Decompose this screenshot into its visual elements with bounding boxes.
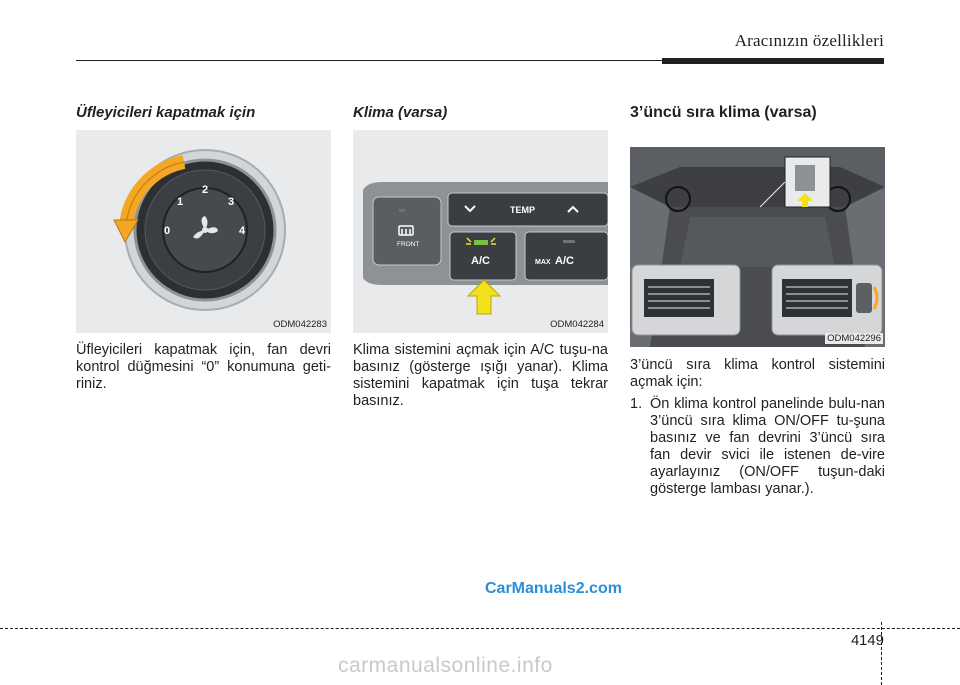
body-text: Klima sistemini açmak için A/C tuşu-na b… bbox=[353, 342, 608, 409]
image-code: ODM042283 bbox=[271, 319, 329, 330]
ac-label: A/C bbox=[471, 255, 490, 267]
chapter-number: 4 bbox=[851, 632, 860, 649]
dial-label-0: 0 bbox=[164, 225, 170, 237]
defrost-icon bbox=[398, 225, 414, 236]
indicator-light bbox=[399, 209, 405, 212]
page-number: 149 bbox=[858, 632, 884, 649]
fan-dial-illustration: 0 1 2 3 4 ODM042283 bbox=[76, 130, 331, 333]
front-label: FRONT bbox=[397, 241, 419, 248]
ac-indicator-light bbox=[466, 237, 496, 245]
step-list: 1. Ön klima kontrol panelinde bulu-nan 3… bbox=[630, 396, 885, 498]
chevron-up-icon bbox=[567, 205, 579, 213]
footer-rule bbox=[0, 628, 960, 629]
image-code: ODM042284 bbox=[548, 319, 606, 330]
left-vent-icon bbox=[631, 264, 741, 336]
bottom-watermark: carmanualsonline.info bbox=[338, 654, 553, 677]
step-number: 1. bbox=[630, 396, 643, 412]
chevron-down-icon bbox=[464, 205, 476, 213]
image-code: ODM042296 bbox=[825, 333, 883, 344]
rear-vents-photo: ODM042296 bbox=[630, 147, 885, 347]
max-indicator-light bbox=[563, 240, 575, 243]
press-arrow-icon bbox=[466, 279, 502, 315]
header-title: Aracınızın özellikleri bbox=[734, 31, 884, 50]
temp-label: TEMP bbox=[510, 205, 535, 215]
fan-icon bbox=[193, 216, 218, 239]
intro-text: 3’üncü sıra klima kontrol sistemini açma… bbox=[630, 357, 885, 390]
section-title: Klima (varsa) bbox=[353, 104, 448, 121]
section-title: 3’üncü sıra klima (varsa) bbox=[630, 104, 817, 121]
rotate-arrow-icon bbox=[113, 155, 186, 244]
header-bar bbox=[662, 58, 884, 64]
max-label: MAX bbox=[535, 259, 551, 266]
dial-label-3: 3 bbox=[228, 196, 234, 208]
header-rule bbox=[76, 60, 884, 61]
step-text: Ön klima kontrol panelinde bulu-nan 3’ün… bbox=[650, 396, 885, 497]
right-vent-icon bbox=[771, 264, 883, 336]
list-item: 1. Ön klima kontrol panelinde bulu-nan 3… bbox=[630, 396, 885, 498]
max-ac-label: A/C bbox=[555, 255, 574, 267]
ac-panel-illustration: TEMP FRONT A/C MAX A/C ODM04228 bbox=[353, 130, 608, 333]
dial-label-1: 1 bbox=[177, 196, 183, 208]
section-title: Üfleyicileri kapatmak için bbox=[76, 104, 256, 121]
dial-label-2: 2 bbox=[202, 184, 208, 196]
watermark-link[interactable]: CarManuals2.com bbox=[485, 580, 622, 597]
footer-divider bbox=[881, 622, 882, 685]
dial-label-4: 4 bbox=[239, 225, 246, 237]
body-text: Üfleyicileri kapatmak için, fan devri ko… bbox=[76, 342, 331, 392]
